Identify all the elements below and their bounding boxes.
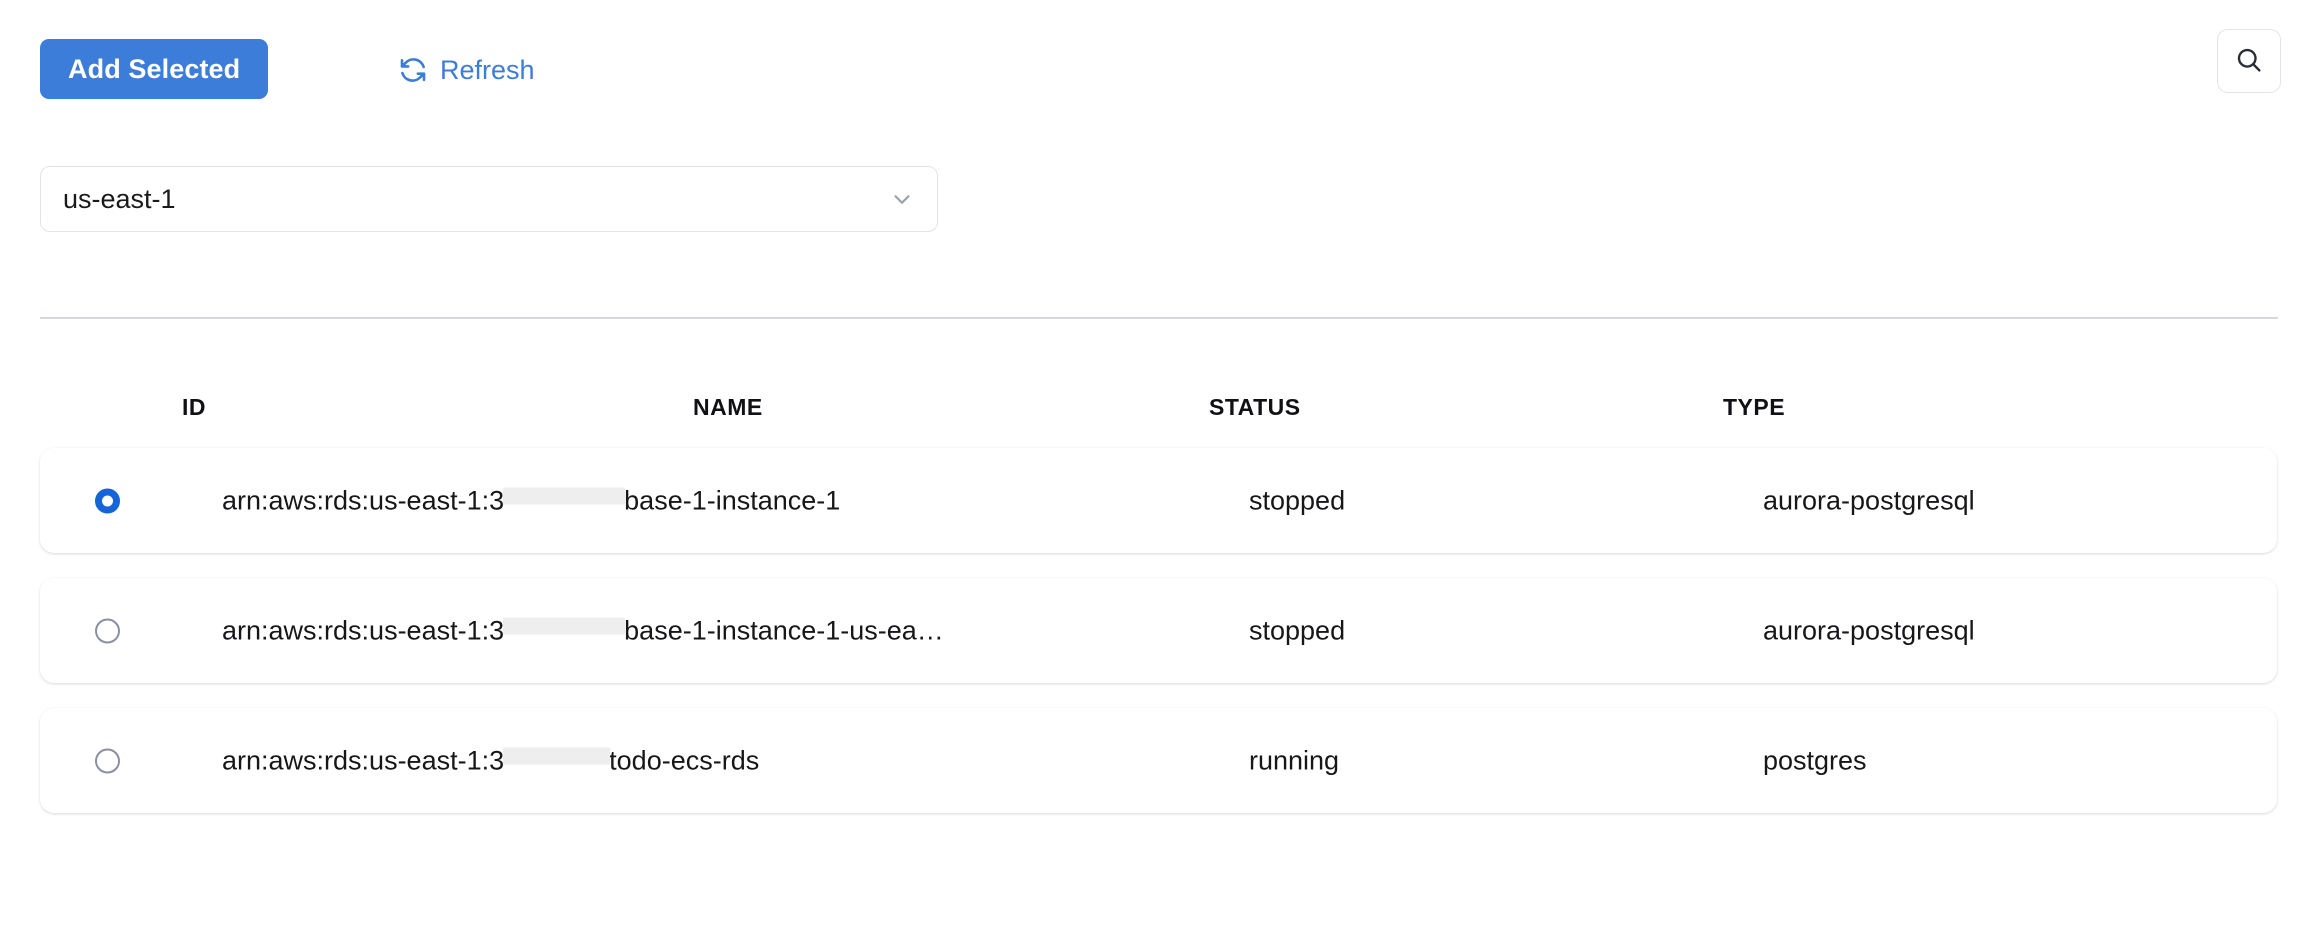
table-row[interactable]: arn:aws:rds:us-east-1:3 todo-ecs-rds runn…: [40, 708, 2277, 813]
arn-prefix: arn:aws:rds:us-east-1:3: [222, 487, 505, 514]
table-row[interactable]: arn:aws:rds:us-east-1:3 base-1-instance-…: [40, 448, 2277, 553]
refresh-button[interactable]: Refresh: [398, 48, 535, 92]
region-select-wrapper: us-east-1: [40, 166, 938, 232]
refresh-label: Refresh: [440, 54, 535, 85]
region-select[interactable]: us-east-1: [40, 166, 938, 232]
table-header-row: ID NAME STATUS TYPE: [0, 380, 2298, 440]
arn-suffix: base-1-instance-1-us-ea…: [624, 617, 944, 644]
row-radio-cell[interactable]: [95, 618, 120, 643]
arn-prefix: arn:aws:rds:us-east-1:3: [222, 747, 505, 774]
arn-redacted-account-id: [503, 747, 611, 774]
add-selected-button[interactable]: Add Selected: [40, 39, 269, 99]
cell-id: arn:aws:rds:us-east-1:3 base-1-instance-…: [222, 487, 840, 514]
arn-redacted-account-id: [503, 487, 626, 514]
cell-status: running: [1249, 745, 1340, 775]
row-radio-cell[interactable]: [95, 748, 120, 773]
cell-id: arn:aws:rds:us-east-1:3 base-1-instance-…: [222, 617, 944, 644]
search-button[interactable]: [2217, 29, 2281, 93]
chevron-down-icon: [889, 186, 915, 212]
column-header-name: NAME: [693, 394, 763, 420]
region-select-value: us-east-1: [63, 183, 176, 214]
section-divider: [40, 317, 2278, 319]
arn-redacted-account-id: [503, 617, 626, 644]
cell-status: stopped: [1249, 615, 1346, 645]
column-header-id: ID: [182, 394, 206, 420]
cell-type: aurora-postgresql: [1763, 485, 1975, 515]
cell-id: arn:aws:rds:us-east-1:3 todo-ecs-rds: [222, 747, 759, 774]
radio-unselected-icon[interactable]: [95, 748, 120, 773]
instances-table: ID NAME STATUS TYPE arn:aws:rds:us-east-…: [0, 380, 2298, 838]
row-radio-cell[interactable]: [95, 488, 120, 513]
arn-prefix: arn:aws:rds:us-east-1:3: [222, 617, 505, 644]
table-rows: arn:aws:rds:us-east-1:3 base-1-instance-…: [0, 448, 2298, 813]
radio-unselected-icon[interactable]: [95, 618, 120, 643]
search-icon: [2234, 45, 2264, 78]
cell-type: postgres: [1763, 745, 1867, 775]
refresh-icon: [398, 55, 428, 85]
cell-type: aurora-postgresql: [1763, 615, 1975, 645]
column-header-type: TYPE: [1723, 394, 1786, 420]
arn-suffix: todo-ecs-rds: [609, 747, 760, 774]
cell-status: stopped: [1249, 485, 1346, 515]
radio-selected-icon[interactable]: [95, 488, 120, 513]
toolbar: Add Selected Refresh: [0, 0, 2298, 152]
arn-suffix: base-1-instance-1: [624, 487, 841, 514]
column-header-status: STATUS: [1209, 394, 1301, 420]
table-row[interactable]: arn:aws:rds:us-east-1:3 base-1-instance-…: [40, 578, 2277, 683]
